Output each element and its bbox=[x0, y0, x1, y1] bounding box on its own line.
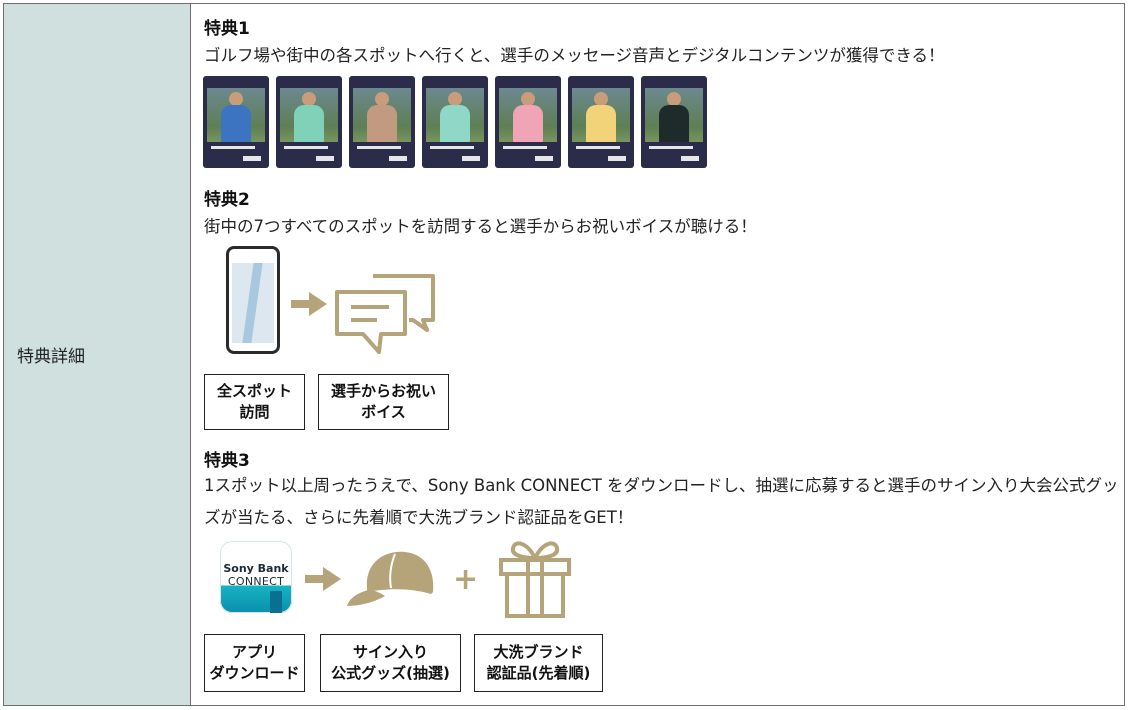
benefit1-description: ゴルフ場や街中の各スポットへ行くと、選手のメッセージ音声とデジタルコンテンツが獲… bbox=[204, 46, 945, 65]
player-card bbox=[203, 76, 269, 168]
player-card bbox=[641, 76, 707, 168]
benefit2-heading: 特典2 bbox=[204, 190, 250, 210]
celebration-voice-label: 選手からお祝い ボイス bbox=[318, 374, 449, 430]
smartphone-map-icon bbox=[226, 246, 280, 354]
player-card bbox=[276, 76, 342, 168]
benefit1-heading: 特典1 bbox=[204, 19, 250, 39]
arrow-right-icon bbox=[291, 292, 327, 316]
player-card bbox=[349, 76, 415, 168]
benefit-details-table: 特典詳細 特典1 ゴルフ場や街中の各スポットへ行くと、選手のメッセージ音声とデジ… bbox=[3, 3, 1125, 706]
content-cell: 特典1 ゴルフ場や街中の各スポットへ行くと、選手のメッセージ音声とデジタルコンテ… bbox=[191, 4, 1124, 705]
benefit3-description: 1スポット以上周ったうえで、Sony Bank CONNECT をダウンロードし… bbox=[204, 476, 1119, 527]
plus-sign: + bbox=[453, 562, 479, 597]
benefit3-heading: 特典3 bbox=[204, 451, 250, 471]
all-spots-visit-label: 全スポット 訪問 bbox=[204, 374, 305, 430]
row-label: 特典詳細 bbox=[17, 347, 85, 367]
signed-goods-label: サイン入り 公式グッズ(抽選) bbox=[320, 634, 461, 692]
speech-bubbles-icon bbox=[335, 274, 435, 354]
player-card bbox=[568, 76, 634, 168]
app-download-label: アプリ ダウンロード bbox=[204, 634, 305, 692]
player-card bbox=[495, 76, 561, 168]
gift-box-icon bbox=[499, 541, 571, 618]
oarai-brand-label: 大洗ブランド 認証品(先着順) bbox=[474, 634, 603, 692]
player-card bbox=[422, 76, 488, 168]
benefit2-description: 街中の7つすべてのスポットを訪問すると選手からお祝いボイスが聴ける！ bbox=[204, 217, 757, 236]
row-label-cell: 特典詳細 bbox=[4, 4, 191, 705]
sony-bank-connect-app-icon: Sony Bank CONNECT bbox=[220, 541, 292, 613]
arrow-right-icon bbox=[305, 567, 341, 591]
cap-icon bbox=[347, 551, 434, 606]
